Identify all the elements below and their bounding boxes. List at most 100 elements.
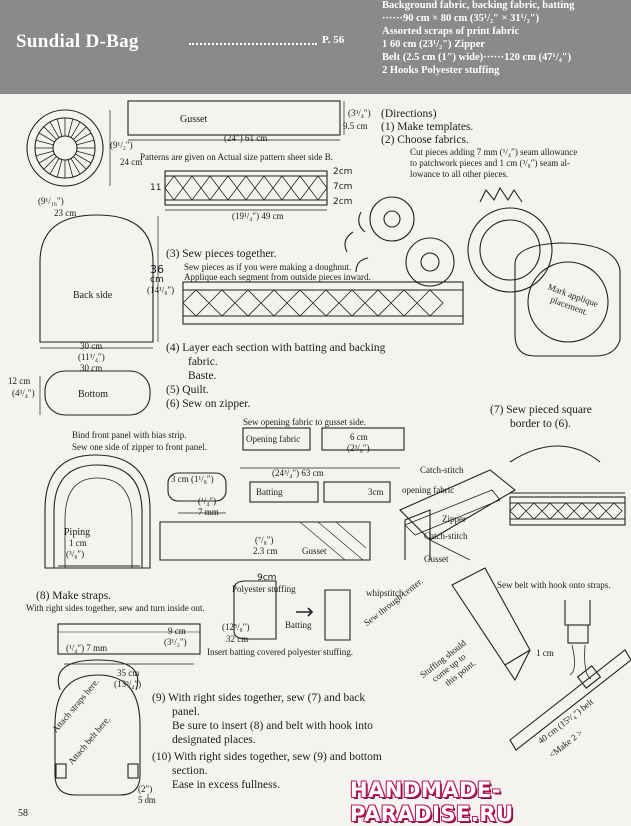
bottom-template	[44, 370, 151, 416]
opening-fabric: Opening fabric	[246, 434, 301, 444]
patterns-note: Patterns are given on Actual size patter…	[140, 152, 333, 162]
materials-line-1: Background fabric, backing fabric, batti…	[382, 0, 575, 11]
six-in: (2³/₈″)	[347, 443, 370, 453]
materials-line-5: Belt (2.5 cm (1″) wide)······120 cm (47¹…	[382, 52, 572, 63]
sew-side-note: Sew one side of zipper to front panel.	[72, 442, 207, 452]
step-4-line-3: Baste.	[188, 370, 217, 382]
step-2-note-1: Cut pieces adding 7 mm (¹/₄″) seam allow…	[410, 147, 578, 157]
piping-label: Piping	[64, 527, 91, 538]
step-10-line-1: (10) With right sides together, sew (9) …	[152, 751, 382, 763]
back-width-in: (11³/₄″)	[78, 352, 105, 362]
front-panel-drawing	[44, 454, 151, 569]
three-cm: 3cm	[368, 487, 384, 497]
step-5: (5) Quilt.	[166, 384, 209, 396]
step-7-line-1: (7) Sew pieced square	[490, 404, 592, 416]
belt-hook-note: Sew belt with hook onto straps.	[497, 580, 611, 590]
materials-line-2: ······90 cm × 80 cm (35¹/₂″ × 31¹/₂″)	[382, 13, 540, 24]
gusset-height-cm: 9.5 cm	[343, 121, 368, 131]
bag-2in: (2″)	[138, 784, 153, 794]
back-width-cm: 30 cm	[80, 341, 103, 351]
polyester-label: Polyester stuffing	[232, 584, 296, 594]
insert-note: Insert batting covered polyester stuffin…	[207, 647, 354, 657]
opening-fabric-2: opening fabric	[402, 485, 455, 495]
step-9-line-1: (9) With right sides together, sew (7) a…	[152, 692, 366, 704]
six-cm: 6 cm	[350, 432, 368, 442]
strap-drawing	[57, 623, 201, 655]
step-7-line-2: border to (6).	[510, 418, 571, 430]
strip-11: 11	[150, 183, 162, 193]
straps-9cm-top: 9cm	[257, 573, 277, 583]
bottom-height-in: (4³/₄″)	[12, 388, 35, 398]
gusset-height-in: (3³/₄″)	[348, 108, 371, 118]
bottom-width: 30 cm	[80, 363, 103, 373]
piping-cm: 1 cm	[69, 538, 87, 548]
three-cm-left: 3 cm (1¹/₈″)	[171, 474, 214, 484]
seven-eighth: (⁷/₈″)	[255, 535, 274, 545]
straps-32cm: 32 cm	[226, 634, 249, 644]
strip-7cm: 7cm	[333, 182, 353, 192]
bottom-height-cm: 12 cm	[8, 376, 31, 386]
step-4-line-1: (4) Layer each section with batting and …	[166, 342, 386, 354]
step-9-line-4: designated places.	[172, 734, 256, 746]
back-side-template	[39, 214, 154, 343]
header-banner: Sundial D-Bag P. 56 Background fabric, b…	[0, 0, 631, 94]
sundial-circle-drawing	[26, 109, 104, 187]
circle-width-cm: 23 cm	[54, 208, 77, 218]
directions-heading: (Directions)	[381, 108, 437, 120]
zipper-length: (24³/₄″) 63 cm	[272, 468, 324, 478]
pieced-strip-drawing	[182, 281, 464, 325]
circle-height-cm: 24 cm	[120, 157, 143, 167]
square-border-drawing	[509, 445, 626, 526]
zipper-label: Zipper	[442, 514, 466, 524]
step-2: (2) Choose fabrics.	[381, 134, 469, 146]
page-number: 58	[18, 808, 28, 819]
back-height-cm: cm	[150, 275, 164, 285]
step-3-note-1: Sew pieces as if you were making a dough…	[184, 262, 352, 272]
step-9-line-2: panel.	[172, 706, 200, 718]
straps-35cm: 35 cm	[117, 668, 140, 678]
catch-stitch-2: Catch-stitch	[424, 531, 468, 541]
step-2-note-3: lowance to all other pieces.	[410, 169, 509, 179]
back-height-in: (14¹/₈″)	[147, 285, 175, 295]
batting-label: Batting	[256, 487, 283, 497]
straps-thirteen: (13³/₄″)	[114, 679, 142, 689]
circle-width-in: (9¹/₁₆″)	[38, 196, 64, 206]
step-10-line-3: Ease in excess fullness.	[172, 779, 280, 791]
diamond-strip-template	[164, 170, 328, 206]
step-8-note: With right sides together, sew and turn …	[26, 603, 205, 613]
page-reference: P. 56	[322, 34, 345, 46]
step-3: (3) Sew pieces together.	[166, 248, 277, 260]
gusset-length: (24″) 61 cm	[224, 133, 268, 143]
step-6: (6) Sew on zipper.	[166, 398, 251, 410]
title-leader-dots	[189, 43, 317, 45]
step-2-note-2: to patchwork pieces and 1 cm (³/₈″) seam…	[410, 158, 571, 168]
applique-panel	[514, 242, 621, 357]
materials-line-6: 2 Hooks Polyester stuffing	[382, 65, 500, 76]
back-side-label: Back side	[73, 290, 113, 301]
straps-three-half: (3¹/₂″)	[164, 637, 187, 647]
gusset-label: Gusset	[180, 114, 208, 125]
finished-bag-drawing	[54, 659, 141, 796]
materials-line-3: Assorted scraps of print fabric	[382, 26, 520, 37]
bag-5cm: 5 cm	[138, 795, 156, 805]
gusset-label-2: Gusset	[302, 546, 327, 556]
watermark-logo: HANDMADE-PARADISE.RU	[350, 778, 514, 826]
doughnut-pieces-drawing	[344, 186, 553, 293]
whipstitch-label: whipstitch	[366, 588, 404, 598]
back-height-36: 36	[150, 263, 164, 276]
straps-9cm: 9 cm	[168, 626, 186, 636]
gusset-template	[127, 100, 341, 136]
pattern-title: Sundial D-Bag	[16, 31, 139, 52]
step-4-line-2: fabric.	[188, 356, 218, 368]
strap-1cm: 1 cm	[536, 648, 554, 658]
bind-note: Bind front panel with bias strip.	[72, 430, 187, 440]
catch-stitch-1: Catch-stitch	[420, 465, 464, 475]
strip-2cm-a: 2cm	[333, 167, 353, 177]
step-1: (1) Make templates.	[381, 121, 474, 133]
two-three-cm: 2.3 cm	[253, 546, 278, 556]
opening-note: Sew opening fabric to gusset side.	[243, 417, 366, 427]
quarter-in: (¹/₄″)	[198, 496, 217, 506]
straps-twelve: (12⁵/₈″)	[222, 622, 250, 632]
straps-batting: Batting	[285, 620, 312, 630]
